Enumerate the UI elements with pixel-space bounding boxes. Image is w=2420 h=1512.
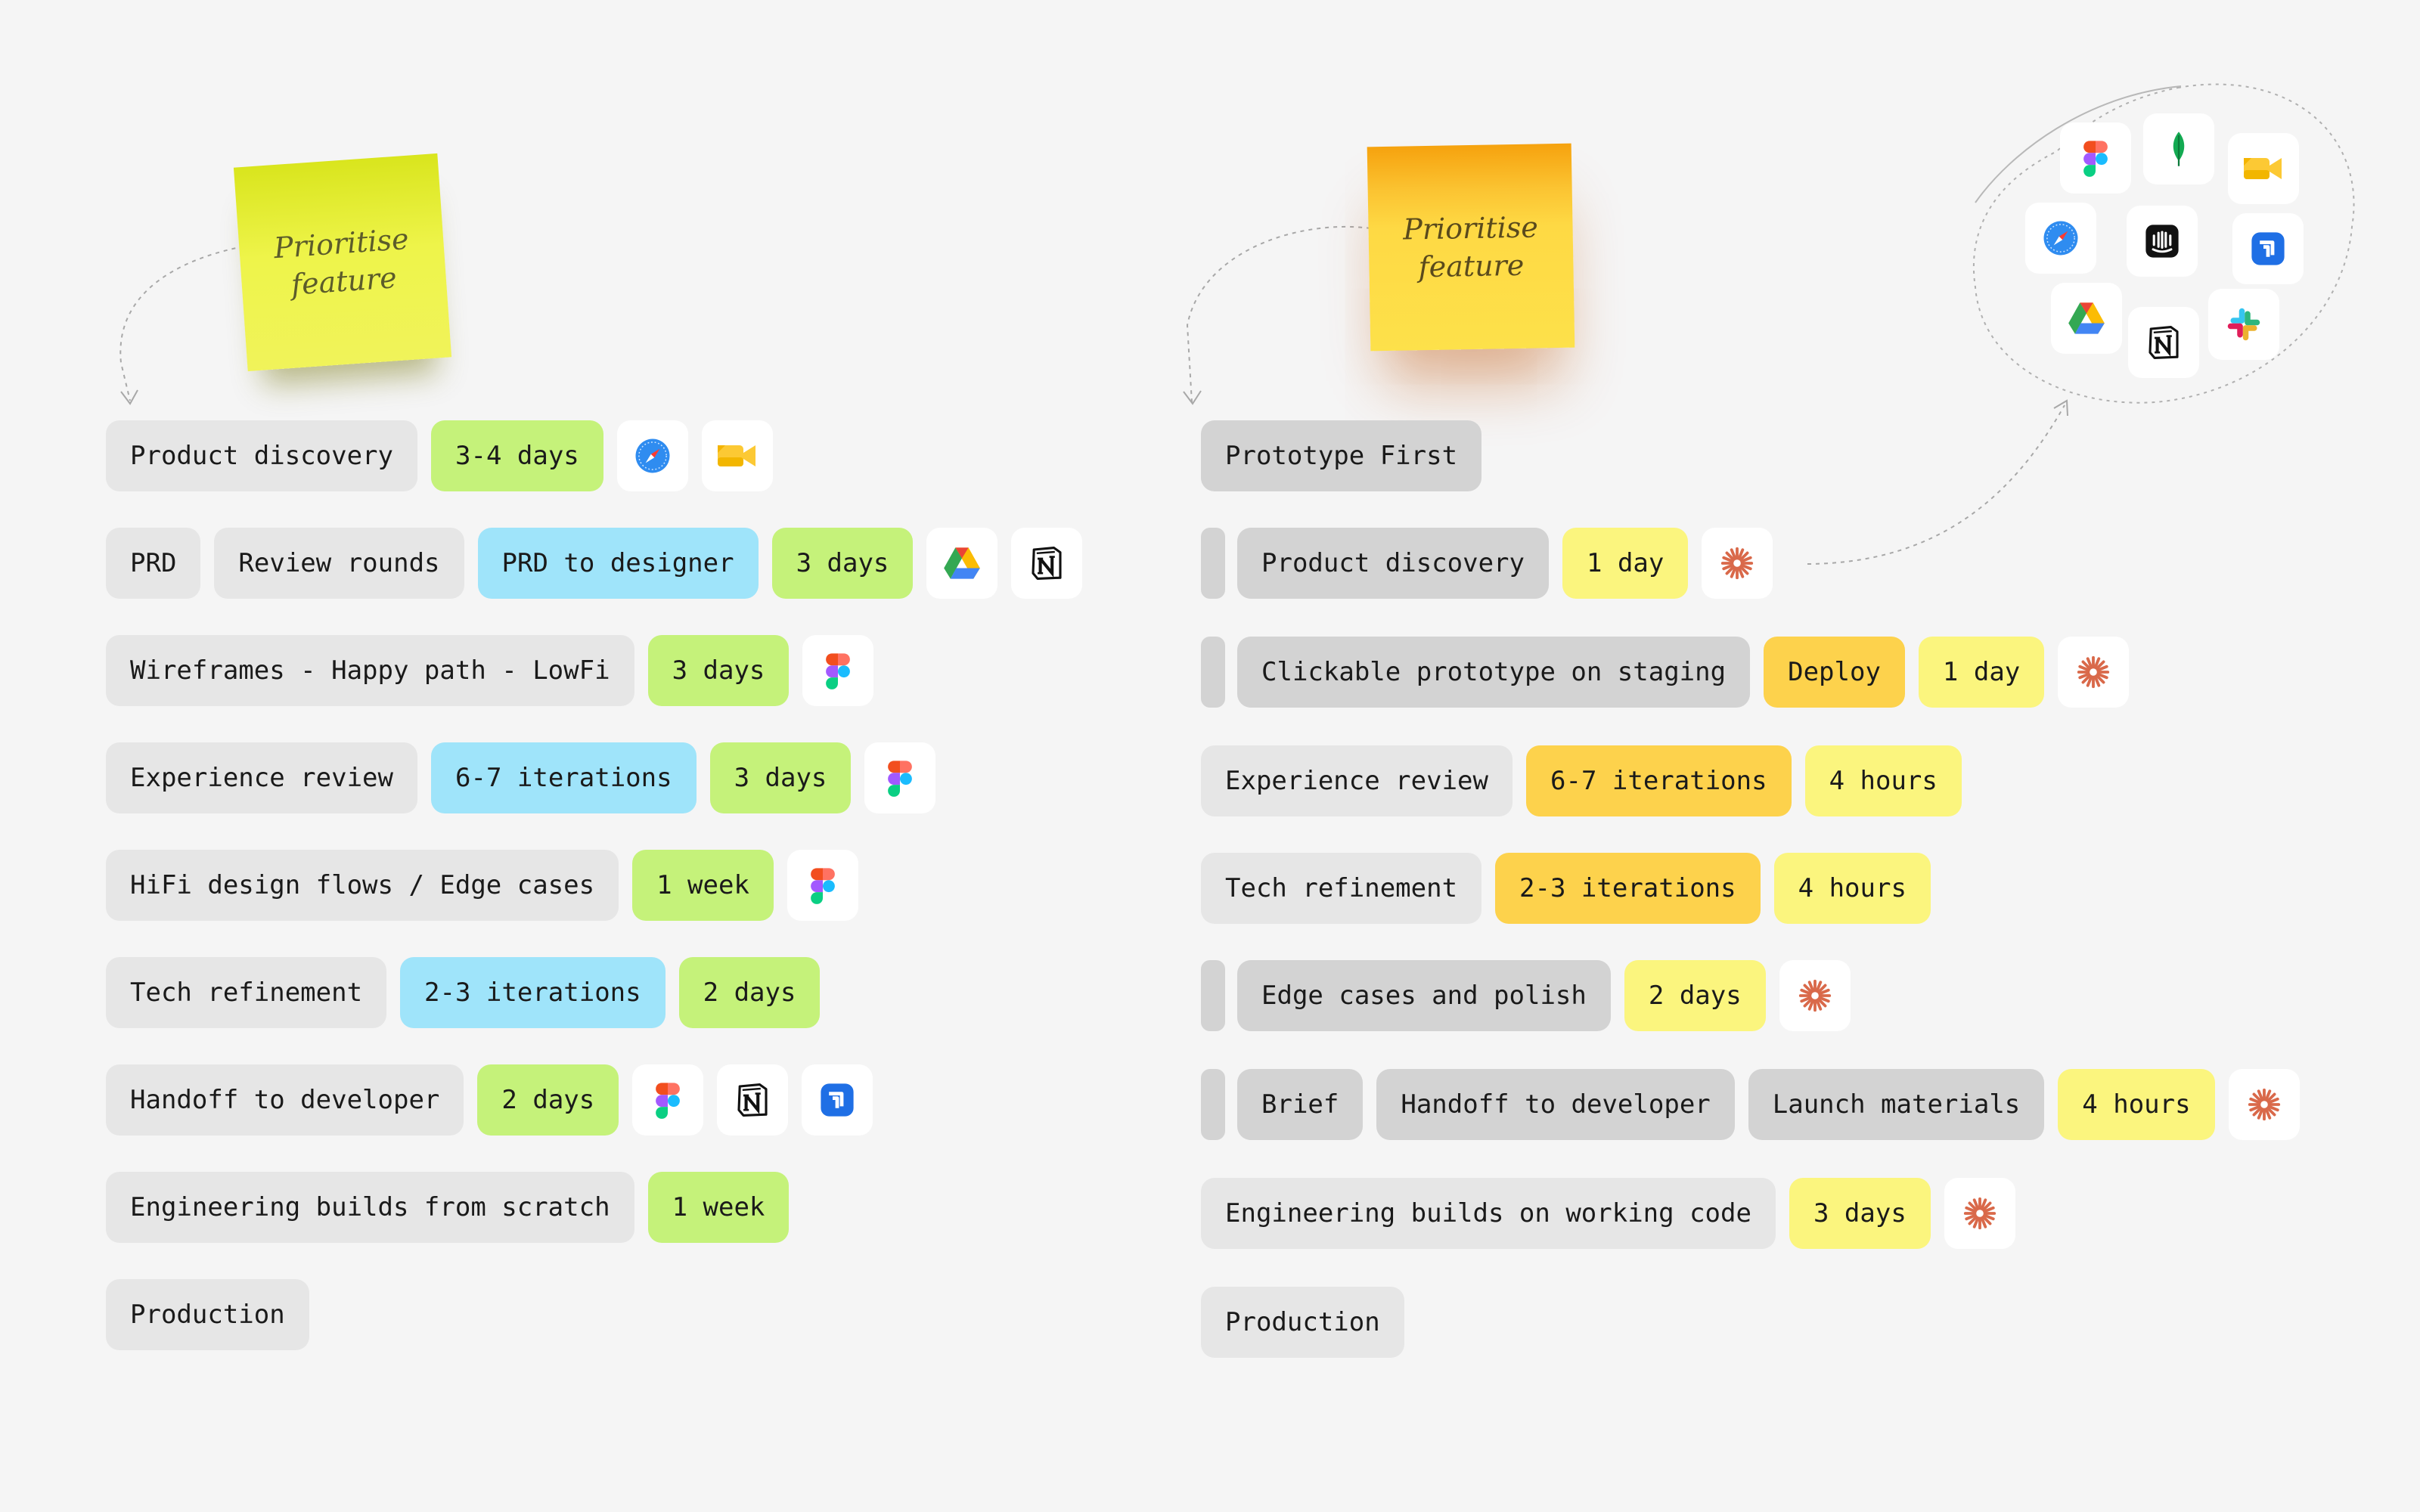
claude-asterisk-icon[interactable] <box>2058 637 2130 708</box>
slack-icon[interactable] <box>2208 289 2279 360</box>
step-chip[interactable]: Product discovery <box>1237 528 1549 599</box>
duration-chip[interactable]: 1 day <box>1918 637 2045 708</box>
sticky-left-line1: Prioritise <box>272 222 410 265</box>
right-row-3: Clickable prototype on staging Deploy 1 … <box>1201 637 2130 708</box>
duration-chip[interactable]: 4 hours <box>2058 1069 2215 1140</box>
step-chip[interactable]: HiFi design flows / Edge cases <box>106 850 619 921</box>
step-chip[interactable]: Production <box>106 1279 309 1350</box>
notion-icon[interactable] <box>717 1064 789 1136</box>
sticky-left-line2: feature <box>290 261 398 302</box>
step-chip[interactable]: Experience review <box>1201 745 1512 816</box>
left-row-9: Production <box>106 1279 309 1350</box>
duration-chip[interactable]: 1 week <box>647 1172 790 1243</box>
notion-icon[interactable] <box>2128 307 2199 378</box>
claude-asterisk-icon[interactable] <box>2228 1069 2300 1140</box>
deploy-chip[interactable]: Deploy <box>1764 637 1905 708</box>
right-row-9: Production <box>1201 1287 1404 1358</box>
right-row-8: Engineering builds on working code 3 day… <box>1201 1178 2015 1249</box>
duration-chip[interactable]: 3-4 days <box>431 420 603 491</box>
step-chip-highlight[interactable]: PRD to designer <box>477 528 759 599</box>
group-bar <box>1201 528 1225 599</box>
group-bar <box>1201 637 1225 708</box>
sticky-right-line1: Prioritise <box>1402 210 1539 246</box>
right-row-5: Tech refinement 2-3 iterations 4 hours <box>1201 853 1931 924</box>
iteration-chip[interactable]: 6-7 iterations <box>1526 745 1792 816</box>
step-chip[interactable]: Review rounds <box>214 528 464 599</box>
safari-icon[interactable] <box>2025 203 2096 274</box>
google-drive-icon[interactable] <box>926 528 998 599</box>
left-row-5: HiFi design flows / Edge cases 1 week <box>106 850 858 921</box>
step-chip[interactable]: Clickable prototype on staging <box>1237 637 1751 708</box>
step-chip[interactable]: Product discovery <box>106 420 417 491</box>
group-bar <box>1201 960 1225 1031</box>
step-chip[interactable]: Brief <box>1237 1069 1364 1140</box>
google-meet-icon[interactable] <box>701 420 773 491</box>
intercom-icon[interactable] <box>2127 206 2198 277</box>
google-drive-icon[interactable] <box>2051 283 2122 354</box>
step-chip[interactable]: Wireframes - Happy path - LowFi <box>106 635 634 706</box>
step-chip[interactable]: Experience review <box>106 742 417 813</box>
duration-chip[interactable]: 4 hours <box>1804 745 1962 816</box>
left-row-3: Wireframes - Happy path - LowFi 3 days <box>106 635 874 706</box>
duration-chip[interactable]: 1 week <box>632 850 774 921</box>
figma-icon[interactable] <box>786 850 858 921</box>
left-row-7: Handoff to developer 2 days <box>106 1064 873 1136</box>
safari-icon[interactable] <box>616 420 688 491</box>
right-sticky-connector <box>1186 225 1371 403</box>
sticky-right-line2: feature <box>1418 248 1525 284</box>
claude-asterisk-icon[interactable] <box>1944 1178 2015 1249</box>
duration-chip[interactable]: 3 days <box>709 742 852 813</box>
figma-icon[interactable] <box>2060 122 2131 194</box>
duration-chip[interactable]: 3 days <box>1789 1178 1931 1249</box>
jira-icon[interactable] <box>802 1064 873 1136</box>
step-chip[interactable]: Tech refinement <box>106 957 387 1028</box>
step-chip[interactable]: Edge cases and polish <box>1237 960 1611 1031</box>
duration-chip[interactable]: 2 days <box>477 1064 619 1136</box>
duration-chip[interactable]: 3 days <box>771 528 914 599</box>
right-row-4: Experience review 6-7 iterations 4 hours <box>1201 745 1962 816</box>
step-chip[interactable]: Engineering builds from scratch <box>106 1172 634 1243</box>
claude-asterisk-icon[interactable] <box>1779 960 1851 1031</box>
left-row-1: Product discovery 3-4 days <box>106 420 773 491</box>
duration-chip[interactable]: 4 hours <box>1773 853 1931 924</box>
left-row-8: Engineering builds from scratch 1 week <box>106 1172 790 1243</box>
step-chip[interactable]: Tech refinement <box>1201 853 1482 924</box>
right-row-6: Edge cases and polish 2 days <box>1201 960 1851 1031</box>
left-row-2: PRD Review rounds PRD to designer 3 days <box>106 528 1083 599</box>
notion-icon[interactable] <box>1011 528 1083 599</box>
left-row-6: Tech refinement 2-3 iterations 2 days <box>106 957 821 1028</box>
duration-chip[interactable]: 2 days <box>1624 960 1766 1031</box>
step-chip[interactable]: Handoff to developer <box>106 1064 464 1136</box>
right-row-7: Brief Handoff to developer Launch materi… <box>1201 1069 2300 1140</box>
step-chip[interactable]: Engineering builds on working code <box>1201 1178 1776 1249</box>
mongodb-icon[interactable] <box>2143 113 2214 184</box>
discovery-to-cloud-connector <box>1807 404 2065 565</box>
step-chip[interactable]: PRD <box>106 528 201 599</box>
jira-icon[interactable] <box>2232 213 2304 284</box>
group-bar <box>1201 1069 1225 1140</box>
iteration-chip[interactable]: 6-7 iterations <box>431 742 697 813</box>
claude-asterisk-icon[interactable] <box>1702 528 1773 599</box>
step-chip[interactable]: Handoff to developer <box>1376 1069 1735 1140</box>
duration-chip[interactable]: 1 day <box>1562 528 1689 599</box>
iteration-chip[interactable]: 2-3 iterations <box>400 957 666 1028</box>
flow-title-chip[interactable]: Prototype First <box>1201 420 1482 491</box>
figma-icon[interactable] <box>632 1064 704 1136</box>
left-sticky-connector <box>119 246 244 401</box>
duration-chip[interactable]: 3 days <box>647 635 790 706</box>
figma-icon[interactable] <box>802 635 874 706</box>
iteration-chip[interactable]: 2-3 iterations <box>1495 853 1761 924</box>
figma-icon[interactable] <box>864 742 936 813</box>
right-row-2: Product discovery 1 day <box>1201 528 1773 599</box>
step-chip[interactable]: Launch materials <box>1748 1069 2045 1140</box>
right-row-1: Prototype First <box>1201 420 1482 491</box>
left-row-4: Experience review 6-7 iterations 3 days <box>106 742 936 813</box>
google-meet-icon[interactable] <box>2228 133 2299 204</box>
step-chip[interactable]: Production <box>1201 1287 1404 1358</box>
duration-chip[interactable]: 2 days <box>678 957 821 1028</box>
